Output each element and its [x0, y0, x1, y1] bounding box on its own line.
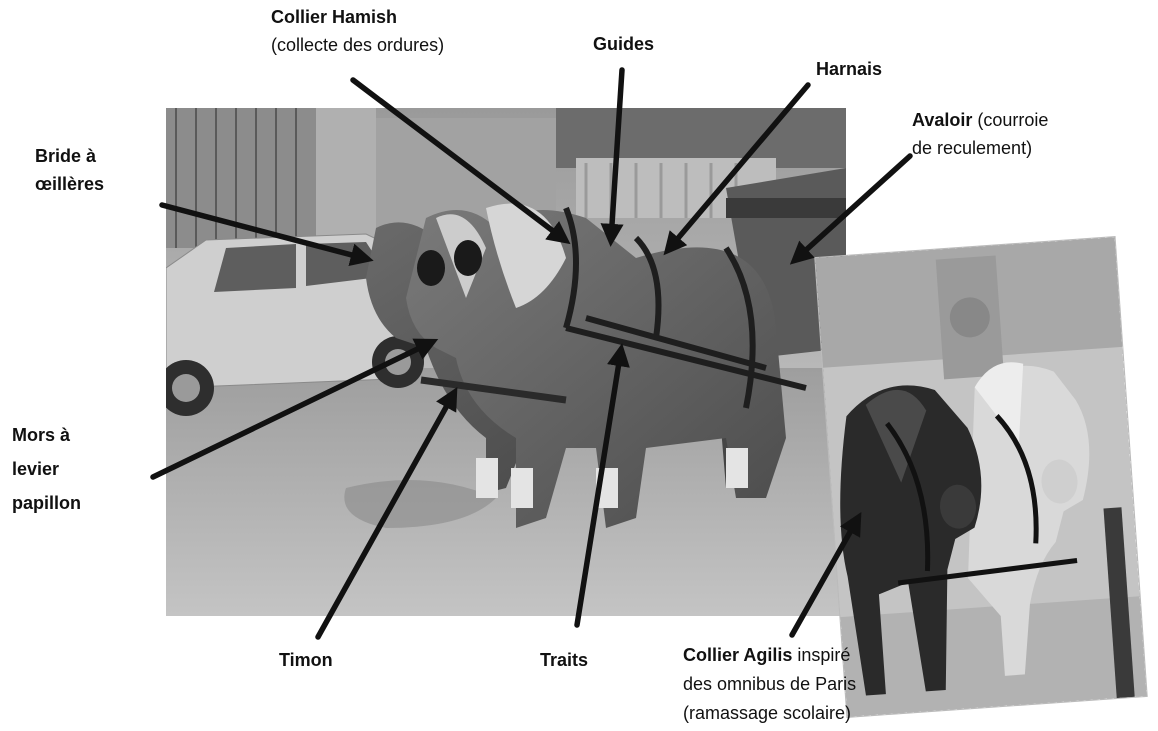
label-traits-text: Traits	[540, 650, 589, 670]
label-collier-hamish-detail: (collecte des ordures)	[271, 35, 445, 55]
inset-photo-illustration	[815, 237, 1147, 717]
label-collier-agilis-title: Collier Agilis	[683, 645, 793, 665]
label-avaloir-detail-2: de reculement)	[912, 138, 1033, 158]
label-harnais-text: Harnais	[816, 59, 883, 79]
arrow-icon	[789, 153, 913, 265]
arrow-icon	[574, 343, 630, 628]
label-avaloir: Avaloir (courroie de reculement)	[912, 106, 1048, 162]
label-guides-text: Guides	[593, 34, 655, 54]
label-avaloir-detail-1: (courroie	[972, 110, 1049, 130]
label-mors-line2: levier	[12, 459, 60, 479]
arrow-icon	[315, 386, 458, 640]
label-bride-line1: Bride à	[35, 146, 97, 166]
arrow-icon	[150, 338, 439, 480]
label-collier-agilis: Collier Agilis inspiré des omnibus de Pa…	[683, 641, 856, 728]
inset-photo	[815, 237, 1147, 717]
arrow-icon	[350, 77, 571, 245]
label-timon: Timon	[279, 646, 333, 674]
label-bride: Bride à œillères	[35, 142, 104, 198]
label-harnais: Harnais	[816, 55, 882, 83]
label-traits: Traits	[540, 646, 588, 674]
arrow-icon	[789, 511, 862, 638]
arrow-icon	[600, 67, 625, 247]
label-mors-line3: papillon	[12, 493, 81, 513]
label-collier-agilis-detail-2: des omnibus de Paris	[683, 674, 857, 694]
arrow-icon	[159, 202, 374, 267]
label-avaloir-title: Avaloir	[912, 110, 973, 130]
main-photo-illustration	[166, 108, 846, 616]
label-collier-agilis-detail-3: (ramassage scolaire)	[683, 703, 852, 723]
label-collier-hamish: Collier Hamish (collecte des ordures)	[271, 3, 444, 59]
main-photo	[166, 108, 846, 616]
label-bride-line2: œillères	[35, 174, 105, 194]
label-collier-hamish-title: Collier Hamish	[271, 7, 398, 27]
label-mors-line1: Mors à	[12, 425, 71, 445]
arrow-icon	[663, 82, 811, 256]
label-guides: Guides	[593, 30, 654, 58]
label-timon-text: Timon	[279, 650, 333, 670]
label-collier-agilis-detail-1: inspiré	[792, 645, 851, 665]
label-mors: Mors à levier papillon	[12, 418, 81, 520]
